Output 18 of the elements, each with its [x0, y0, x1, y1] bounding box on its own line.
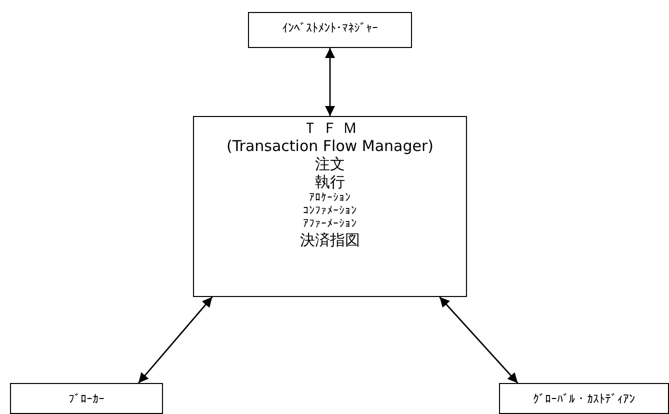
process-box: [248, 12, 412, 48]
node-label: (Transaction Flow Manager): [226, 137, 434, 155]
process-box: [499, 383, 669, 414]
node-label: ﾌﾞﾛｰｶｰ: [68, 392, 104, 406]
node-label: ｲﾝﾍﾞｽﾄﾒﾝﾄ･ﾏﾈｼﾞｬｰ: [282, 21, 378, 36]
node-label: ｺﾝﾌｧﾒｰｼｮﾝ: [303, 204, 357, 218]
node-label: 執行: [315, 173, 345, 191]
node-label: ｱﾌｧｰﾒｰｼｮﾝ: [303, 217, 357, 231]
node-label: Ｔ Ｆ Ｍ: [302, 119, 358, 137]
node-label: ｱﾛｹｰｼｮﾝ: [309, 191, 351, 204]
node-label: 決済指図: [300, 230, 360, 249]
node-label: 注文: [315, 155, 345, 173]
double-arrow: [138, 296, 213, 384]
process-box: [10, 383, 163, 414]
node-label: ｸﾞﾛｰﾊﾞﾙ・ｶｽﾄﾃﾞｨｱﾝ: [533, 392, 635, 406]
double-arrow: [439, 296, 518, 384]
double-arrow: [325, 48, 335, 116]
process-box: [193, 116, 467, 297]
